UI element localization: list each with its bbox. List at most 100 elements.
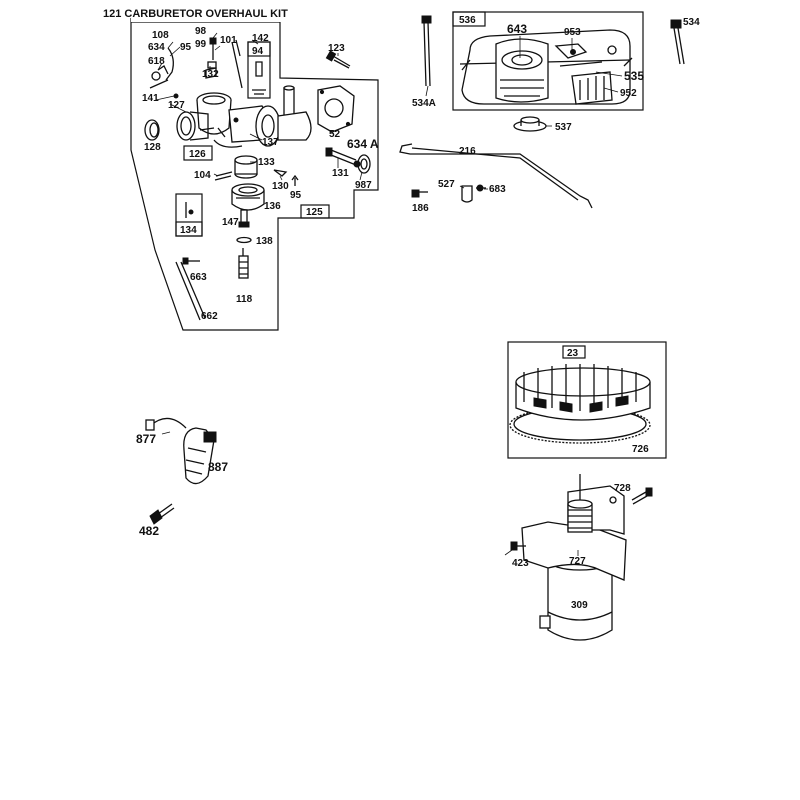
label-123: 123	[328, 43, 345, 54]
label-877: 877	[136, 432, 156, 446]
label-118: 118	[236, 294, 253, 305]
label-133: 133	[258, 157, 275, 168]
label-534a: 534A	[412, 98, 436, 109]
label-482: 482	[139, 524, 159, 538]
label-634: 634	[148, 42, 165, 53]
label-136: 136	[264, 201, 281, 212]
clip-527-683	[461, 184, 486, 203]
fitting-118	[238, 248, 249, 279]
label-box-23	[562, 345, 586, 359]
label-952: 952	[620, 88, 637, 99]
float-133	[234, 155, 258, 179]
seat-94	[255, 61, 263, 77]
label-727: 727	[569, 556, 586, 567]
label-box-126	[183, 145, 213, 161]
label-887: 887	[208, 460, 228, 474]
bowl-nut-147	[238, 209, 250, 228]
label-663: 663	[190, 272, 207, 283]
label-box-134	[175, 221, 203, 237]
label-142: 142	[252, 33, 269, 44]
label-423: 423	[512, 558, 529, 569]
screw-634a-131-987	[325, 147, 371, 174]
label-138: 138	[256, 236, 273, 247]
label-box-94	[247, 41, 271, 57]
label-131: 131	[332, 168, 349, 179]
label-141: 141	[142, 93, 159, 104]
label-23: 23	[567, 348, 579, 359]
label-536: 536	[459, 15, 476, 26]
label-137: 137	[262, 137, 279, 148]
label-987: 987	[355, 180, 372, 191]
air-cleaner-border	[452, 11, 644, 111]
label-662: 662	[201, 311, 218, 322]
dot-141	[173, 93, 179, 99]
screw-98-99	[207, 37, 217, 69]
label-643: 643	[507, 22, 527, 36]
gasket-52	[317, 85, 355, 133]
label-309: 309	[571, 600, 588, 611]
screw-482	[149, 503, 175, 525]
screw-123	[325, 50, 351, 69]
label-95a: 95	[180, 42, 192, 53]
label-99: 99	[195, 39, 207, 50]
label-683: 683	[489, 184, 506, 195]
label-108: 108	[152, 30, 169, 41]
label-953: 953	[564, 27, 581, 38]
label-534: 534	[683, 17, 700, 28]
washer-138	[236, 236, 252, 244]
label-537: 537	[555, 122, 572, 133]
governor-link-216	[399, 143, 593, 209]
label-527: 527	[438, 179, 455, 190]
needle-101	[231, 41, 243, 89]
label-134: 134	[180, 225, 197, 236]
governor-link-216-inner	[411, 147, 579, 201]
part-labels: 108 634 95 618 98 99 101 142 94 132 141 …	[136, 15, 700, 611]
label-125: 125	[306, 207, 323, 218]
carburetor-body	[176, 85, 312, 148]
ignition-armature-887	[145, 417, 217, 485]
label-618: 618	[148, 56, 165, 67]
carburetor-kit-panel: 121 CARBURETOR OVERHAUL KIT	[103, 8, 379, 331]
label-132: 132	[202, 69, 219, 80]
grommet-537	[513, 116, 547, 132]
ring-128	[144, 119, 160, 141]
leader-lines	[155, 32, 623, 556]
label-101: 101	[220, 35, 237, 46]
flywheel-border	[507, 341, 667, 459]
screw-728	[631, 487, 653, 505]
label-535: 535	[624, 69, 644, 83]
label-95b: 95	[290, 190, 302, 201]
label-128: 128	[144, 142, 161, 153]
starter-bracket-727	[521, 474, 627, 581]
label-127: 127	[168, 100, 185, 111]
rod-534a	[421, 15, 432, 87]
label-52: 52	[329, 129, 341, 140]
screw-104	[214, 171, 233, 181]
clip-95-head	[291, 174, 299, 181]
air-cleaner-panel	[452, 11, 644, 111]
label-130: 130	[272, 181, 289, 192]
screw-186	[411, 189, 428, 198]
label-94: 94	[252, 46, 264, 57]
label-186: 186	[412, 203, 429, 214]
screw-423	[510, 541, 526, 551]
carburetor-kit-border	[130, 18, 379, 331]
spring-94	[252, 89, 266, 95]
needle-130	[273, 169, 288, 177]
screw-663	[182, 257, 200, 265]
label-216: 216	[459, 146, 476, 157]
float-bowl-136	[231, 183, 265, 211]
label-104: 104	[194, 170, 211, 181]
label-126: 126	[189, 149, 206, 160]
label-box-125	[300, 204, 330, 219]
valve-132	[205, 67, 217, 79]
label-147: 147	[222, 217, 239, 228]
carburetor-kit-title: 121 CARBURETOR OVERHAUL KIT	[103, 8, 288, 20]
rod-534	[670, 19, 685, 65]
link-662	[175, 261, 206, 321]
label-98: 98	[195, 26, 207, 37]
flywheel-panel	[507, 341, 667, 459]
label-728: 728	[614, 483, 631, 494]
